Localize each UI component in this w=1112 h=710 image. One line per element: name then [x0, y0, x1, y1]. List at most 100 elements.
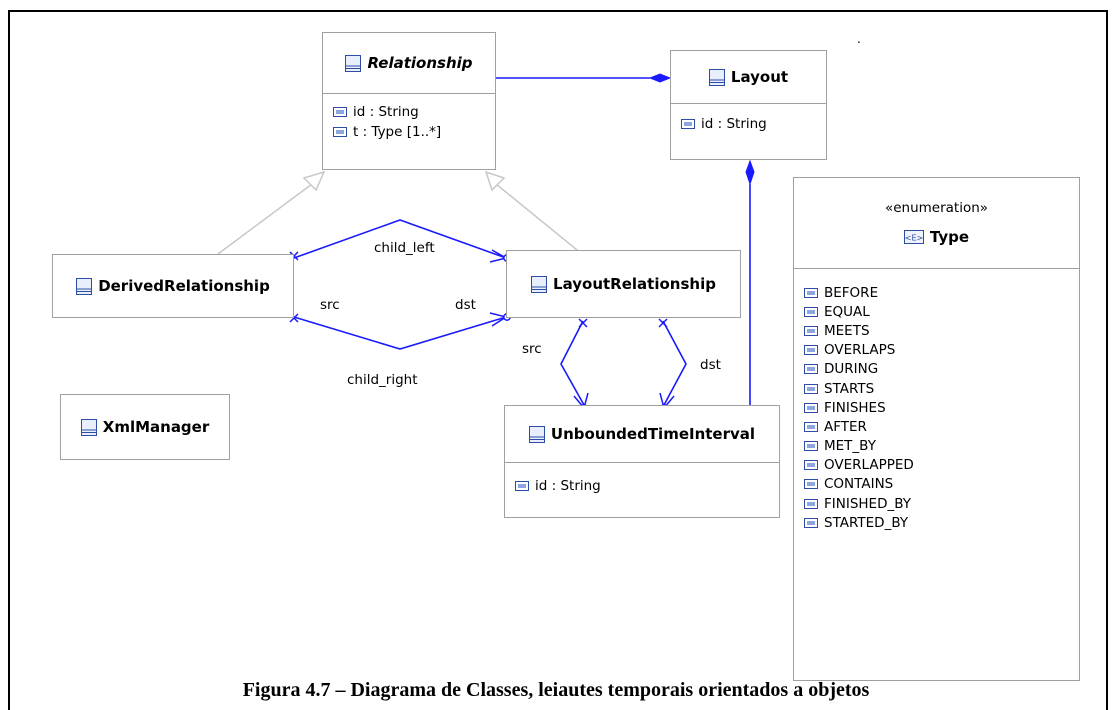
attribute-row: t : Type [1..*] [333, 122, 495, 142]
literal-icon [804, 498, 818, 509]
generalization-layout-arrowhead [484, 170, 506, 192]
literal-text: OVERLAPS [824, 342, 896, 359]
label-dst-left: dst [455, 297, 476, 313]
enumeration-literal: MET_BY [804, 437, 1079, 456]
literal-text: FINISHES [824, 399, 886, 416]
literal-icon [804, 517, 818, 528]
class-icon [345, 54, 362, 72]
enumeration-literal: OVERLAPPED [804, 456, 1079, 475]
class-unbounded-time-interval-separator [505, 462, 779, 463]
class-unbounded-time-interval-name: UnboundedTimeInterval [550, 425, 756, 443]
generalization-layout-line [495, 183, 583, 255]
attribute-icon [515, 481, 529, 491]
enumeration-literal: CONTAINS [804, 475, 1079, 494]
literal-icon [804, 460, 818, 471]
literal-icon [804, 479, 818, 490]
class-unbounded-time-interval-header: UnboundedTimeInterval [505, 406, 779, 462]
class-relationship-separator [323, 93, 495, 94]
frame-border [8, 10, 1108, 710]
attribute-row: id : String [681, 114, 826, 134]
class-relationship-header: Relationship [323, 33, 495, 93]
class-derived-relationship[interactable]: DerivedRelationship [52, 254, 294, 318]
class-layout-relationship-header: LayoutRelationship [507, 251, 740, 317]
label-child-left: child_left [374, 240, 435, 256]
label-child-right: child_right [347, 372, 418, 388]
enumeration-literal: BEFORE [804, 283, 1079, 302]
class-layout-relationship-name: LayoutRelationship [553, 275, 716, 293]
enumeration-literal: MEETS [804, 321, 1079, 340]
attribute-icon [333, 127, 347, 137]
class-xml-manager[interactable]: XmlManager [60, 394, 230, 460]
class-relationship-attributes: id : String t : Type [1..*] [323, 94, 495, 142]
class-unbounded-time-interval[interactable]: UnboundedTimeInterval id : String [504, 405, 780, 518]
literal-icon [804, 402, 818, 413]
enumeration-stereotype: «enumeration» [884, 200, 989, 216]
enumeration-icon-text: <E> [905, 234, 923, 243]
literal-text: AFTER [824, 418, 867, 435]
literal-icon [804, 364, 818, 375]
figure-caption: Figura 4.7 – Diagrama de Classes, leiaut… [242, 679, 870, 701]
composition-relationship-layout-diamond [648, 73, 672, 83]
attribute-text: t : Type [1..*] [353, 124, 442, 140]
label-src-left: src [320, 297, 340, 313]
literal-text: STARTS [824, 380, 875, 397]
class-layout-relationship[interactable]: LayoutRelationship [506, 250, 741, 318]
class-icon [80, 418, 97, 436]
class-icon [531, 275, 548, 293]
literal-text: STARTED_BY [824, 514, 909, 531]
enumeration-name: Type [929, 228, 970, 246]
enumeration-type[interactable]: «enumeration» <E> Type BEFORE EQUAL MEETS O… [793, 177, 1080, 681]
generalization-derived-line [217, 183, 313, 255]
literal-icon [804, 421, 818, 432]
enumeration-literal: STARTED_BY [804, 513, 1079, 532]
enumeration-literal: STARTS [804, 379, 1079, 398]
src-x-end [578, 318, 588, 328]
literal-icon [804, 441, 818, 452]
class-relationship[interactable]: Relationship id : String t : Type [1..*] [322, 32, 496, 170]
generalization-derived-arrowhead [302, 170, 326, 192]
attribute-text: id : String [701, 116, 767, 132]
literal-text: FINISHED_BY [824, 495, 911, 512]
enumeration-literal: OVERLAPS [804, 341, 1079, 360]
class-icon [528, 425, 545, 443]
class-xml-manager-name: XmlManager [102, 418, 210, 436]
attribute-icon [333, 107, 347, 117]
literal-icon [804, 306, 818, 317]
enumeration-literals: BEFORE EQUAL MEETS OVERLAPS DURING STARTS FINI… [794, 269, 1079, 532]
literal-text: CONTAINS [824, 476, 894, 493]
attribute-icon [681, 119, 695, 129]
literal-icon [804, 383, 818, 394]
literal-text: DURING [824, 361, 879, 378]
class-derived-relationship-name: DerivedRelationship [98, 277, 270, 295]
class-layout-separator [671, 103, 826, 104]
dst-x-end [658, 318, 668, 328]
enumeration-icon: <E> [903, 230, 924, 244]
literal-text: EQUAL [824, 303, 870, 320]
association-child-right-line [293, 316, 507, 350]
class-layout-attributes: id : String [671, 104, 826, 134]
literal-text: BEFORE [824, 284, 879, 301]
literal-icon [804, 325, 818, 336]
association-dst-line [662, 320, 687, 406]
class-xml-manager-header: XmlManager [61, 395, 229, 459]
enumeration-type-header: «enumeration» <E> Type [794, 178, 1079, 268]
class-derived-relationship-header: DerivedRelationship [53, 255, 293, 317]
class-layout-name: Layout [730, 68, 789, 86]
enumeration-literal: FINISHES [804, 398, 1079, 417]
literal-text: MEETS [824, 322, 870, 339]
enumeration-title: <E> Type [794, 228, 1079, 246]
attribute-text: id : String [535, 478, 601, 494]
label-dst-bottom: dst [700, 357, 721, 373]
class-layout[interactable]: Layout id : String [670, 50, 827, 160]
attribute-row: id : String [515, 476, 779, 496]
attribute-row: id : String [333, 102, 495, 122]
label-src-bottom: src [522, 341, 542, 357]
literal-icon [804, 287, 818, 298]
enumeration-literal: EQUAL [804, 302, 1079, 321]
class-unbounded-time-interval-attributes: id : String [505, 463, 779, 496]
literal-text: OVERLAPPED [824, 457, 914, 474]
attribute-text: id : String [353, 104, 419, 120]
composition-layout-interval-diamond [745, 159, 755, 186]
literal-text: MET_BY [824, 438, 876, 455]
